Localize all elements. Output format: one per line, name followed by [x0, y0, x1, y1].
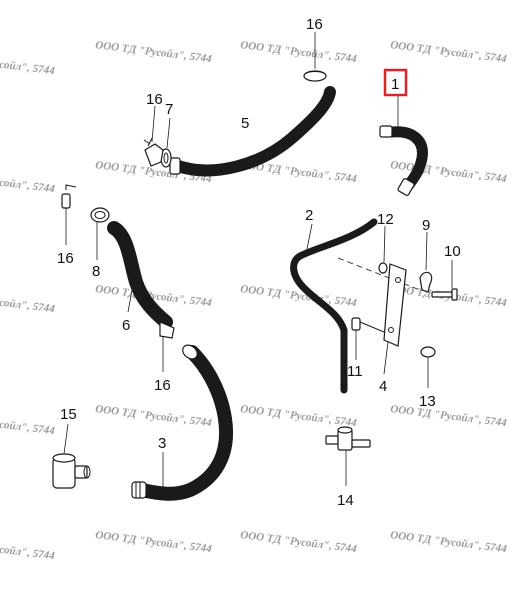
part-14-valve	[325, 426, 371, 486]
part-3-hose	[131, 344, 234, 501]
callout-15: 15	[60, 406, 77, 423]
watermark: ООО ТД "Русойл", 5744	[240, 529, 358, 555]
part-13-rivet	[420, 346, 436, 388]
callout-13: 13	[419, 393, 436, 410]
watermark: ООО ТД "Русойл", 5744	[95, 39, 213, 65]
part-2-pipe	[290, 218, 378, 394]
callout-14: 14	[337, 492, 354, 509]
watermark: ООО ТД "Русойл", 5744	[0, 411, 56, 437]
watermark: ООО ТД "Русойл", 5744	[95, 403, 213, 429]
watermark: ООО ТД "Русойл", 5744	[0, 536, 56, 562]
part-4-bracket	[383, 263, 407, 375]
part-15-valve	[52, 423, 91, 489]
watermark: ООО ТД "Русойл", 5744	[390, 403, 508, 429]
callout-16-left: 16	[146, 91, 163, 108]
part-10-bolt	[431, 260, 458, 301]
part-1-hose	[379, 96, 428, 196]
watermark: ООО ТД "Русойл", 5744	[0, 289, 56, 315]
callout-16-side: 16	[57, 250, 74, 267]
part-5-hose	[169, 86, 336, 177]
callout-16-top: 16	[306, 16, 323, 33]
watermark: ООО ТД "Русойл", 5744	[390, 529, 508, 555]
callout-3: 3	[158, 435, 166, 452]
watermark-layer: ООО ТД "Русойл", 5744 ООО ТД "Русойл", 5…	[0, 39, 508, 562]
part-7-ring	[160, 117, 172, 168]
callout-9: 9	[422, 217, 430, 234]
callout-10: 10	[444, 243, 461, 260]
callout-2: 2	[305, 207, 313, 224]
part-11-fitting	[351, 317, 385, 360]
watermark: ООО ТД "Русойл", 5744	[390, 39, 508, 65]
part-16-clamp-lower	[159, 321, 175, 372]
watermark: ООО ТД "Русойл", 5744	[0, 169, 56, 195]
watermark: ООО ТД "Русойл", 5744	[0, 51, 56, 77]
callout-8: 8	[92, 263, 100, 280]
part-8-clamp	[90, 207, 110, 260]
watermark: ООО ТД "Русойл", 5744	[240, 39, 358, 65]
part-12-seal	[337, 225, 421, 291]
callout-1: 1	[391, 76, 399, 93]
watermark: ООО ТД "Русойл", 5744	[240, 403, 358, 429]
callout-11: 11	[347, 363, 363, 380]
callout-12: 12	[377, 211, 394, 228]
part-16-fitting-left	[61, 184, 77, 245]
callout-6: 6	[122, 317, 130, 334]
watermark: ООО ТД "Русойл", 5744	[95, 529, 213, 555]
callout-labels: 1 2 3 4 5 6 7 8 9 10 11 12 13 14 15 16 1…	[57, 16, 461, 509]
part-16-clamp-left	[143, 105, 164, 167]
part-9-clip	[419, 231, 433, 293]
part-6-hose	[107, 221, 173, 329]
callout-1-highlight	[383, 68, 408, 97]
callout-16-lower: 16	[154, 377, 171, 394]
part-16-clamp-top	[303, 32, 327, 82]
callout-4: 4	[379, 378, 387, 395]
callout-5: 5	[241, 115, 249, 132]
callout-7: 7	[165, 101, 173, 118]
